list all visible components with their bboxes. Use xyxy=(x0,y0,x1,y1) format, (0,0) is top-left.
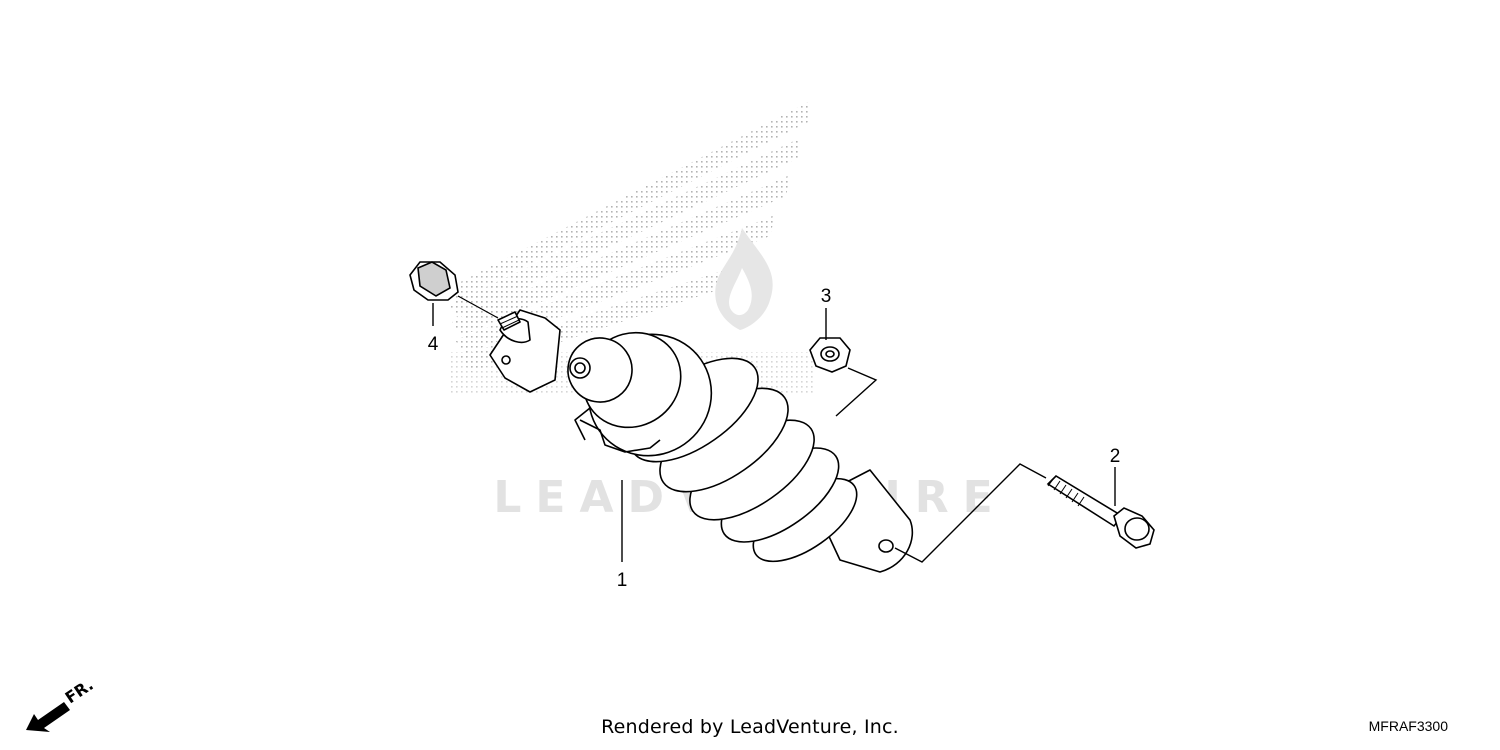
leader-lines xyxy=(432,303,1116,563)
callout-2: 2 xyxy=(1110,446,1121,467)
diagram-code: MFRAF3300 xyxy=(1368,718,1448,734)
wing-watermark xyxy=(445,102,815,395)
cap-nut xyxy=(409,261,499,319)
callout-1: 1 xyxy=(617,570,628,591)
direction-label: FR. xyxy=(62,678,97,707)
front-direction-arrow-icon: FR. xyxy=(26,678,97,732)
flange-nut xyxy=(809,337,851,373)
flame-logo-watermark xyxy=(715,228,773,330)
rear-shock-absorber xyxy=(489,309,914,573)
callout-3: 3 xyxy=(821,286,832,307)
flange-bolt xyxy=(1046,474,1155,549)
callout-4: 4 xyxy=(428,334,439,355)
rendered-by-credit: Rendered by LeadVenture, Inc. xyxy=(601,716,899,738)
